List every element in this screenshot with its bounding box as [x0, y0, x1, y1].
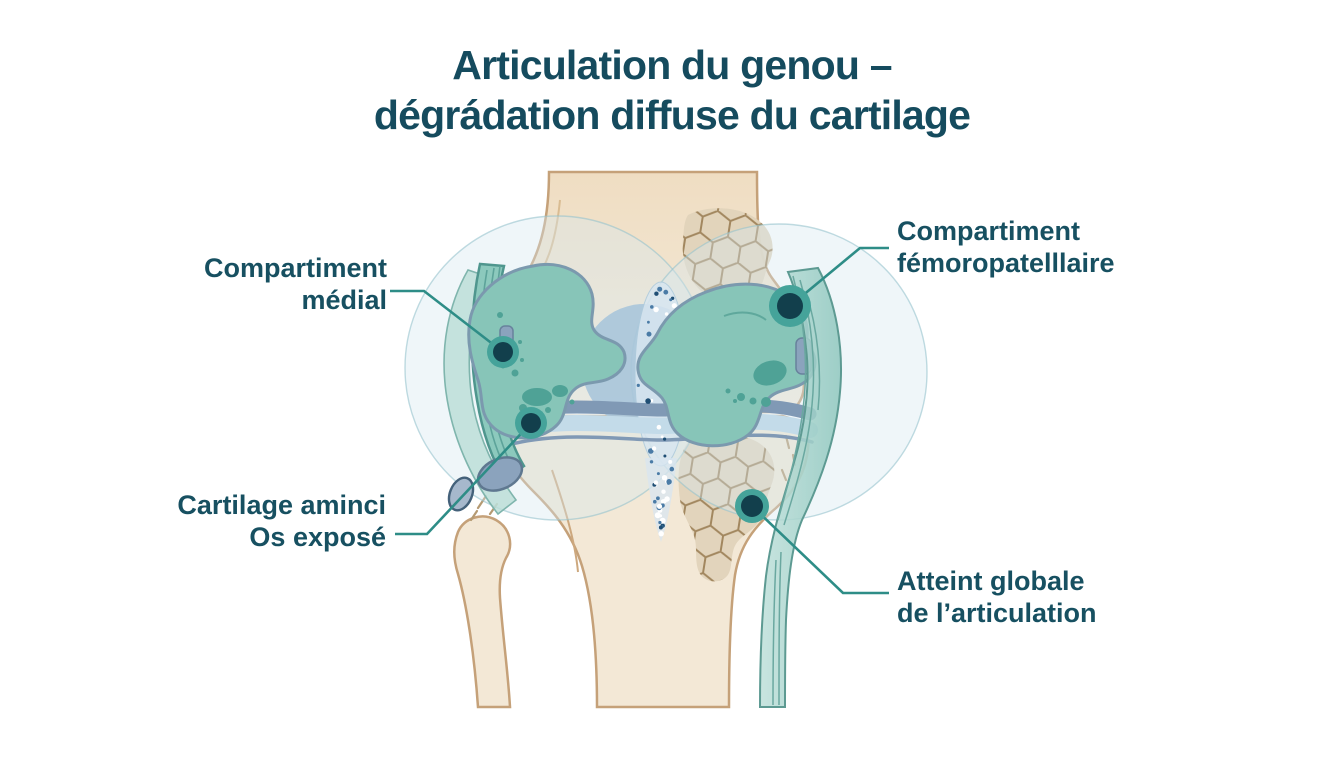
marker-medial	[487, 336, 519, 368]
marker-femoropatellaire	[769, 285, 811, 327]
label-compartiment-medial: Compartiment médial	[204, 253, 387, 317]
stipple-dots	[636, 286, 681, 537]
label-cartilage-aminci-line1: Cartilage aminci	[177, 490, 386, 520]
page-title-line2: dégrádation diffuse du cartilage	[373, 92, 971, 139]
label-compartiment-femoropatellaire-line2: fémoropatelllaire	[897, 247, 1115, 278]
label-compartiment-femoropatellaire-line1: Compartiment	[897, 216, 1081, 246]
label-atteinte-globale-line2: de l’articulation	[897, 597, 1097, 628]
label-compartiment-medial-line1: Compartiment	[203, 253, 387, 283]
marker-globale	[735, 489, 769, 523]
label-atteinte-globale: Atteint globale de l’articulation	[897, 566, 1097, 630]
tibia-detail-line	[551, 469, 579, 573]
bone-lesion-top	[682, 208, 773, 303]
page-title-line1: Articulation du genou –	[452, 42, 892, 88]
label-cartilage-aminci-line2: Os exposé	[249, 521, 386, 552]
page-title: Articulation du genou – dégrádation diff…	[0, 40, 1344, 140]
label-compartiment-femoropatellaire: Compartiment fémoropatelllaire	[897, 216, 1115, 280]
fibula-shape	[453, 515, 512, 709]
bone-lesion-bottom	[678, 434, 797, 582]
leader-line-globale	[751, 505, 889, 595]
marker-cartilage	[515, 407, 547, 439]
label-atteinte-globale-line1: Atteint globale	[897, 566, 1085, 596]
bursa-shape	[447, 476, 475, 512]
tendon-insertion-cap	[476, 456, 524, 492]
leader-line-medial	[390, 289, 504, 354]
label-cartilage-aminci: Cartilage aminci Os exposé	[177, 490, 386, 554]
leader-line-cartilage	[395, 422, 532, 536]
label-compartiment-medial-line2: médial	[301, 284, 387, 315]
leader-line-femoropatellaire	[789, 246, 889, 308]
